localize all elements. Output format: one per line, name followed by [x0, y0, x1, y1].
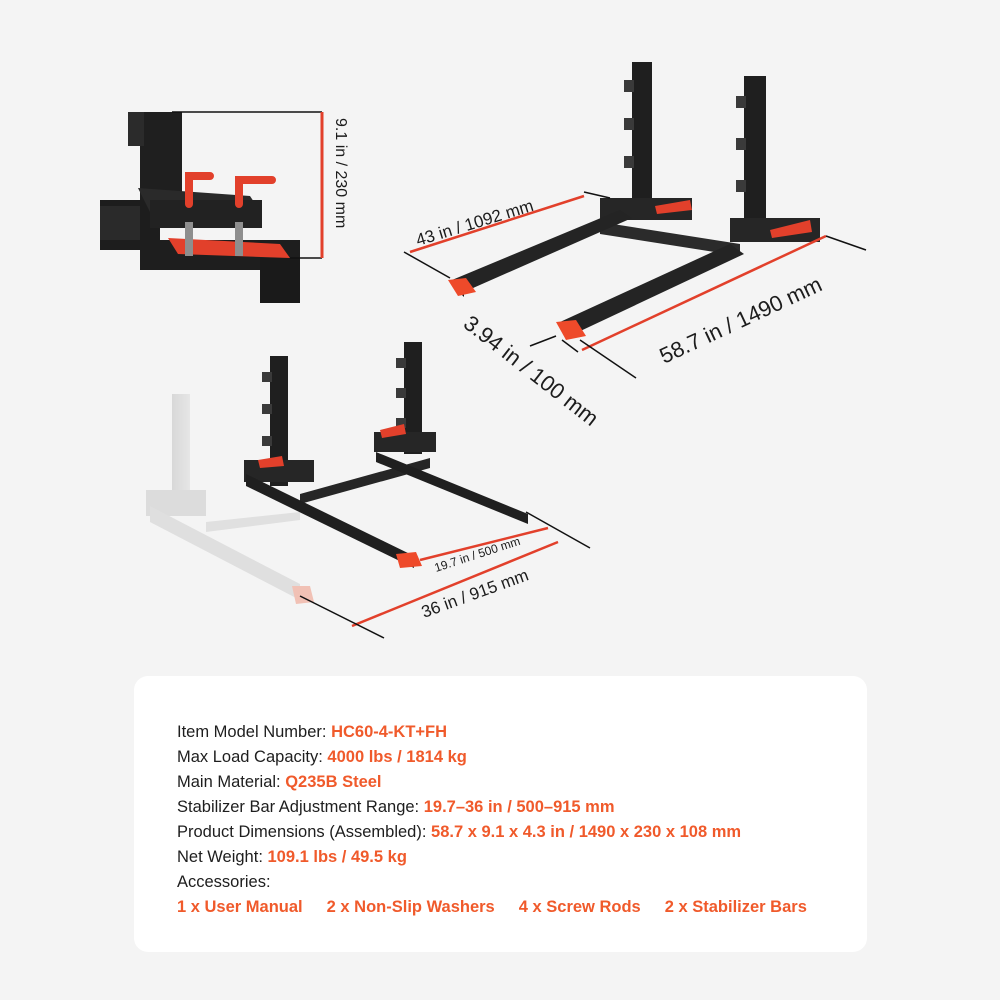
hitch-closeup: 9.1 in / 230 mm: [100, 111, 349, 303]
spec-value: 109.1 lbs / 49.5 kg: [267, 848, 407, 866]
spec-value: 4000 lbs / 1814 kg: [327, 748, 467, 766]
spec-row-dimensions: Product Dimensions (Assembled): 58.7 x 9…: [177, 820, 847, 845]
accessory-item: 1 x User Manual: [177, 898, 303, 916]
spec-row-material: Main Material: Q235B Steel: [177, 770, 847, 795]
spec-row-model: Item Model Number: HC60-4-KT+FH: [177, 720, 847, 745]
spec-row-range: Stabilizer Bar Adjustment Range: 19.7–36…: [177, 795, 847, 820]
overall-width-label: 43 in / 1092 mm: [414, 196, 536, 250]
spec-label: Max Load Capacity:: [177, 748, 328, 766]
spec-label: Stabilizer Bar Adjustment Range:: [177, 798, 424, 816]
spec-row-load: Max Load Capacity: 4000 lbs / 1814 kg: [177, 745, 847, 770]
spec-label: Item Model Number:: [177, 723, 332, 741]
accessories-list: 1 x User Manual 2 x Non-Slip Washers 4 x…: [177, 895, 847, 920]
spec-value: HC60-4-KT+FH: [331, 723, 448, 741]
accessory-item: 4 x Screw Rods: [518, 898, 641, 916]
spec-value: Q235B Steel: [285, 773, 382, 791]
pallet-fork-ghost: [146, 394, 314, 604]
spec-label: Net Weight:: [177, 848, 268, 866]
pallet-fork-main: 43 in / 1092 mm 58.7 in / 1490 mm 3.94 i…: [403, 62, 867, 431]
spec-value: 19.7–36 in / 500–915 mm: [423, 798, 615, 816]
accessory-item: 2 x Non-Slip Washers: [326, 898, 495, 916]
spec-label: Product Dimensions (Assembled):: [177, 823, 432, 841]
spec-row-weight: Net Weight: 109.1 lbs / 49.5 kg: [177, 845, 847, 870]
spec-list: Item Model Number: HC60-4-KT+FH Max Load…: [177, 720, 847, 920]
accessories-heading: Accessories:: [177, 873, 271, 891]
pallet-fork-illustration: 9.1 in / 230 mm: [100, 62, 867, 639]
spec-value: 58.7 x 9.1 x 4.3 in / 1490 x 230 x 108 m…: [431, 823, 742, 841]
accessory-item: 2 x Stabilizer Bars: [664, 898, 807, 916]
fork-length-label: 58.7 in / 1490 mm: [656, 271, 826, 368]
spec-label: Main Material:: [177, 773, 286, 791]
spec-card: Item Model Number: HC60-4-KT+FH Max Load…: [134, 676, 867, 952]
hitch-height-label: 9.1 in / 230 mm: [332, 118, 349, 228]
